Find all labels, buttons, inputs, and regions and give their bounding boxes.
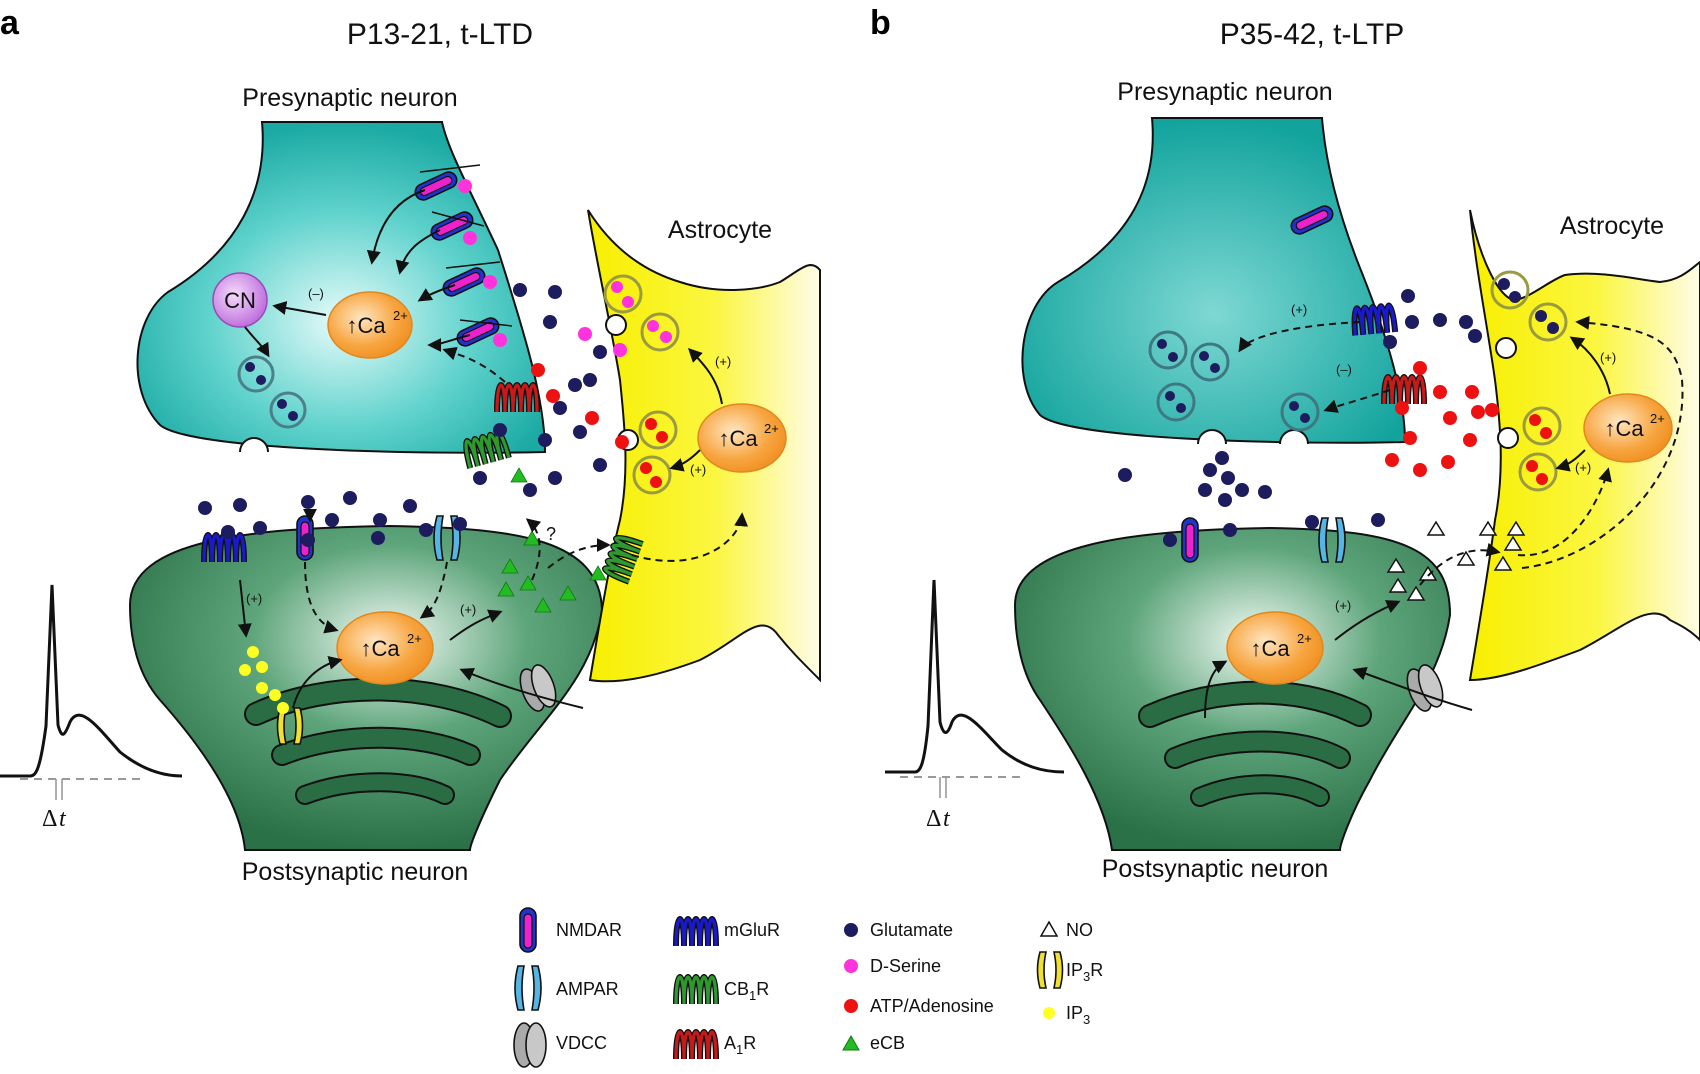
legend-ip3-label: IP3 <box>1066 1003 1090 1027</box>
panel-a-post-calcium-label: ↑Ca <box>360 636 400 661</box>
panel-b-delta-t: t <box>943 806 951 832</box>
panel-b-post-calcium-label: ↑Ca <box>1250 636 1290 661</box>
legend-cb1r-label: CB1R <box>724 979 769 1003</box>
panel-a-delta: Δ <box>42 806 57 832</box>
panel-a-astro-calcium-label: ↑Ca <box>718 426 758 451</box>
panel-b-post-calcium-charge: 2+ <box>1297 631 1312 646</box>
legend-a1r-label: A1R <box>724 1033 756 1057</box>
panel-b-astro-vesicles <box>1490 270 1568 492</box>
panel-b-astrocyte-label: Astrocyte <box>1560 212 1664 240</box>
legend-ampar-label: AMPAR <box>556 979 619 999</box>
panel-b-minus-a1r: (–) <box>1336 362 1352 377</box>
panel-a-calcineurin-label: CN <box>224 288 256 313</box>
legend-nmdar-icon <box>519 907 537 953</box>
panel-b-arrows <box>1204 315 1684 719</box>
panel-b-post-nmdar <box>1181 517 1199 563</box>
panel-a-question: ? <box>546 524 556 544</box>
panel-b: b P35-42, t-LTP Presynaptic neuron Posts… <box>870 4 1700 883</box>
legend-nmdar-label: NMDAR <box>556 920 622 940</box>
panel-a-title: P13-21, t-LTD <box>347 18 533 51</box>
panel-b-letter: b <box>870 4 891 42</box>
legend-mglur-icon <box>676 919 716 946</box>
legend-atp-icon <box>844 999 858 1013</box>
panel-b-astro-calcium-label: ↑Ca <box>1604 416 1644 441</box>
panel-a-minus-cn: (–) <box>308 286 324 301</box>
panel-b-spike-trace <box>885 579 1065 774</box>
legend-glutamate-icon <box>844 923 858 937</box>
panel-a-delta-t: t <box>59 806 67 832</box>
panel-b-post-calcium <box>1226 611 1324 685</box>
panel-a-astrocyte-label: Astrocyte <box>668 216 772 244</box>
panel-a-pre-calcium-charge: 2+ <box>393 308 408 323</box>
panel-a: a P13-21, t-LTD Presynaptic neuron Posts… <box>0 4 821 886</box>
panel-b-astrocyte <box>1468 209 1700 682</box>
panel-a-glutamate <box>198 283 607 547</box>
panel-a-astro-vesicles <box>603 274 680 495</box>
panel-b-presynaptic-label: Presynaptic neuron <box>1117 78 1332 106</box>
legend-cb1r-icon <box>676 977 716 1004</box>
panel-b-glutamate <box>1118 289 1482 547</box>
legend-dserine-icon <box>844 959 858 973</box>
legend-ip3r-icon <box>1036 951 1064 989</box>
legend-atp-label: ATP/Adenosine <box>870 996 994 1016</box>
panel-a-pre-calcium <box>327 291 413 359</box>
panel-a-pre-calcium-label: ↑Ca <box>346 313 386 338</box>
panel-a-spike-trace <box>0 584 183 778</box>
legend-ampar-icon <box>514 965 542 1011</box>
panel-b-plus-no: (+) <box>1335 598 1351 613</box>
panel-b-postsynaptic-label: Postsynaptic neuron <box>1102 855 1329 883</box>
panel-b-presynaptic-terminal <box>1021 117 1407 444</box>
panel-a-post-calcium-charge: 2+ <box>407 631 422 646</box>
legend-ecb-icon <box>842 1034 860 1051</box>
panel-b-pre-vesicles <box>1148 330 1320 432</box>
legend-dserine-label: D-Serine <box>870 956 941 976</box>
legend: NMDAR AMPAR VDCC mGluR CB1R A1R Glutamat… <box>513 907 1103 1068</box>
panel-a-plus-mglur: (+) <box>246 591 262 606</box>
panel-a-calcineurin <box>212 272 268 328</box>
panel-a-pre-vesicles <box>237 355 307 429</box>
panel-a-plus-astro-atp: (+) <box>690 462 706 477</box>
panel-b-astro-calcium-charge: 2+ <box>1650 411 1665 426</box>
legend-ip3r-label: IP3R <box>1066 960 1103 984</box>
panel-a-presynaptic-terminal <box>136 121 547 454</box>
legend-ip3-icon <box>1043 1007 1055 1019</box>
panel-a-pre-nmdars <box>411 164 513 350</box>
panel-a-plus-ecb: (+) <box>460 602 476 617</box>
panel-b-plus-astro-glu: (+) <box>1600 350 1616 365</box>
legend-mglur-label: mGluR <box>724 920 780 940</box>
panel-a-astro-calcium <box>697 403 787 473</box>
panel-a-dserine <box>578 327 627 357</box>
panel-b-astro-calcium <box>1583 393 1673 463</box>
panel-b-plus-astro-atp: (+) <box>1575 460 1591 475</box>
panel-b-delta: Δ <box>926 806 941 832</box>
panel-a-arrows <box>237 189 749 709</box>
panel-a-ip3 <box>239 646 289 714</box>
panel-a-astro-calcium-charge: 2+ <box>764 421 779 436</box>
panel-a-atp <box>531 363 629 449</box>
legend-ecb-label: eCB <box>870 1033 905 1053</box>
legend-glutamate-label: Glutamate <box>870 920 953 940</box>
panel-a-post-calcium <box>336 611 434 685</box>
legend-no-icon <box>1039 920 1059 937</box>
panel-a-plus-astro-dserine: (+) <box>715 354 731 369</box>
panel-b-atp <box>1385 361 1499 477</box>
panel-b-no <box>1386 520 1526 601</box>
panel-a-ecb <box>497 467 607 613</box>
panel-a-letter: a <box>0 4 20 42</box>
legend-a1r-icon <box>676 1032 716 1059</box>
legend-no-label: NO <box>1066 920 1093 940</box>
panel-b-plus-mglur: (+) <box>1291 302 1307 317</box>
panel-a-presynaptic-label: Presynaptic neuron <box>242 84 457 112</box>
legend-vdcc-icon <box>513 1022 547 1068</box>
panel-b-title: P35-42, t-LTP <box>1220 18 1405 51</box>
legend-vdcc-label: VDCC <box>556 1033 607 1053</box>
panel-a-postsynaptic-label: Postsynaptic neuron <box>242 858 469 886</box>
